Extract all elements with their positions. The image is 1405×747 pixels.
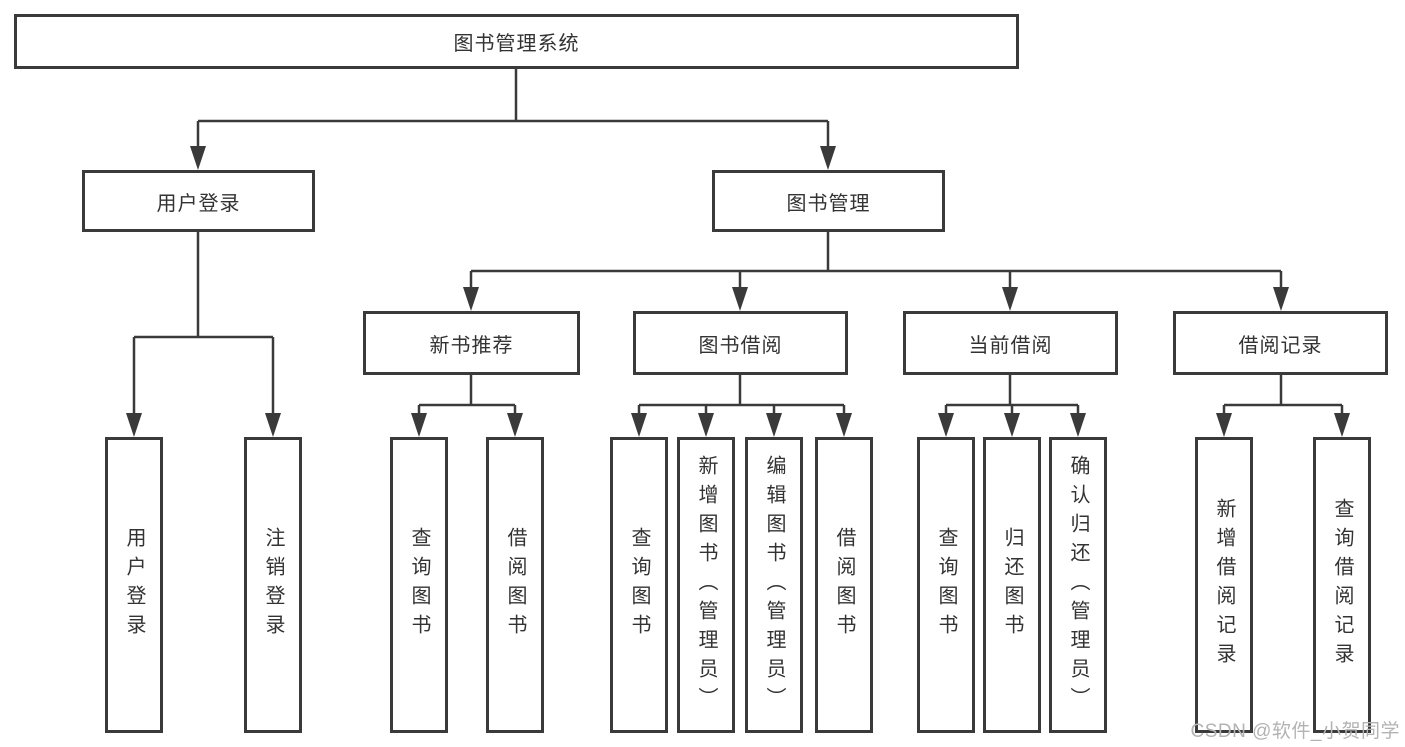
leaf-cb-confirm-return-admin: 确认归还（管理员） xyxy=(1049,437,1107,733)
node-label: 编辑图书（管理员） xyxy=(763,454,785,716)
arrowheads xyxy=(126,146,1350,437)
connector-root-split xyxy=(196,69,830,150)
node-label: 图书管理系统 xyxy=(453,33,580,55)
node-book-borrowing: 图书借阅 xyxy=(633,311,848,375)
node-user-login: 用户登录 xyxy=(82,170,315,232)
leaf-nb-borrow-books: 借阅图书 xyxy=(486,437,544,733)
leaf-br-add-borrow-record: 新增借阅记录 xyxy=(1195,437,1253,733)
leaf-bb-edit-books-admin: 编辑图书（管理员） xyxy=(745,437,803,733)
leaf-bb-borrow-books: 借阅图书 xyxy=(815,437,873,733)
node-label: 用户登录 xyxy=(123,527,145,643)
node-label: 借阅图书 xyxy=(504,527,526,643)
node-label: 新书推荐 xyxy=(429,334,514,357)
node-label: 用户登录 xyxy=(156,192,241,215)
node-label: 确认归还（管理员） xyxy=(1067,454,1089,716)
leaf-br-query-borrow-record: 查询借阅记录 xyxy=(1313,437,1371,733)
leaf-bb-query-books: 查询图书 xyxy=(610,437,668,733)
node-label: 查询图书 xyxy=(935,527,957,643)
connector-user-login-split xyxy=(132,231,275,417)
connector-book-mgmt-split xyxy=(469,231,1283,291)
connector-borrow-record-split xyxy=(1222,374,1344,417)
leaf-nb-query-books: 查询图书 xyxy=(390,437,448,733)
node-book-management: 图书管理 xyxy=(712,170,945,232)
csdn-watermark: CSDN @软件_小贺同学 xyxy=(1190,721,1400,742)
node-new-book-recommendation: 新书推荐 xyxy=(363,311,580,375)
node-label: 查询图书 xyxy=(628,527,650,643)
node-label: 注销登录 xyxy=(262,527,284,643)
node-label: 新增借阅记录 xyxy=(1213,498,1235,672)
leaf-logout: 注销登录 xyxy=(244,437,302,733)
node-label: 借阅图书 xyxy=(833,527,855,643)
connector-book-borrow-split xyxy=(637,374,846,417)
leaf-bb-add-books-admin: 新增图书（管理员） xyxy=(677,437,735,733)
node-borrowing-records: 借阅记录 xyxy=(1173,311,1388,375)
node-label: 查询借阅记录 xyxy=(1331,498,1353,672)
leaf-user-login: 用户登录 xyxy=(105,437,163,733)
node-label: 图书借阅 xyxy=(698,334,783,357)
node-label: 借阅记录 xyxy=(1238,334,1323,357)
connector-current-borrow-split xyxy=(944,374,1080,417)
node-label: 当前借阅 xyxy=(968,334,1053,357)
node-library-management-system: 图书管理系统 xyxy=(14,14,1019,69)
node-label: 新增图书（管理员） xyxy=(695,454,717,716)
node-label: 图书管理 xyxy=(786,192,871,215)
leaf-cb-return-books: 归还图书 xyxy=(983,437,1041,733)
connector-new-book-split xyxy=(417,374,517,417)
node-current-borrowing: 当前借阅 xyxy=(903,311,1118,375)
node-label: 查询图书 xyxy=(408,527,430,643)
node-label: 归还图书 xyxy=(1001,527,1023,643)
leaf-cb-query-books: 查询图书 xyxy=(917,437,975,733)
